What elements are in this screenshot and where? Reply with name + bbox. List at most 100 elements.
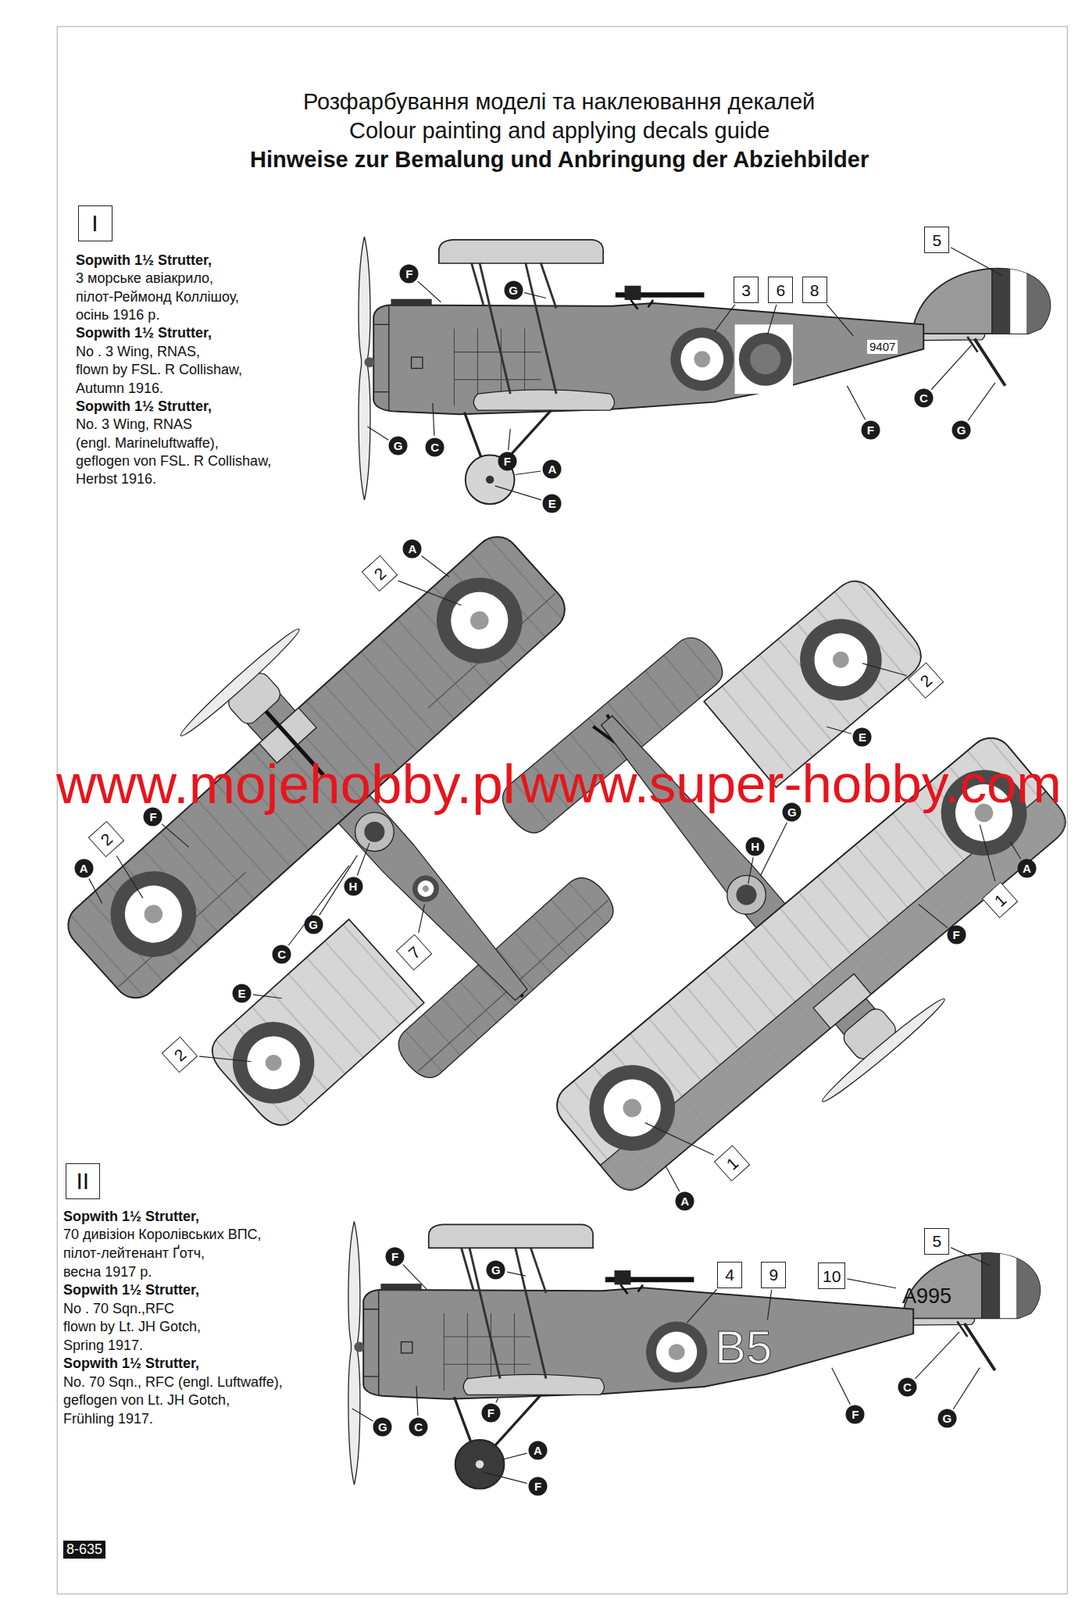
callout-text: 10 — [822, 1267, 841, 1285]
leader-line — [421, 556, 449, 578]
decal-callout: 5 — [924, 1228, 950, 1255]
callout-text: A — [79, 862, 89, 875]
bottom-view — [783, 602, 899, 718]
callout-text: C — [277, 948, 286, 961]
callout-circle — [497, 452, 517, 472]
callout-text: C — [919, 392, 929, 404]
callout-text: A — [1022, 862, 1032, 875]
top-view — [261, 1051, 286, 1075]
aircraft-description: No. 70 Sqn., RFC (engl. Luftwaffe), — [63, 1374, 283, 1391]
decal-callout: 5 — [924, 226, 950, 254]
callout-text: 5 — [931, 1232, 942, 1250]
callout-circle — [1017, 859, 1036, 879]
paint-callout: C — [271, 944, 292, 965]
top-view — [360, 817, 390, 847]
callout-text: A — [407, 542, 417, 555]
side-view-scheme-two — [646, 1321, 707, 1382]
aircraft-description: Sopwith 1½ Strutter, — [63, 1281, 200, 1299]
callout-text: G — [508, 284, 518, 297]
leader-line — [319, 855, 358, 916]
decal-callout: 3 — [733, 276, 759, 304]
leader-line — [89, 878, 103, 904]
callout-text: II — [75, 1169, 90, 1193]
paint-callout: G — [388, 435, 408, 456]
aircraft-description: Sopwith 1½ Strutter, — [75, 252, 212, 269]
watermark: www.mojehobby.pl — [56, 756, 515, 812]
callout-circle — [303, 915, 323, 935]
callout-text: 2 — [96, 829, 115, 848]
decal-callout: 2 — [88, 821, 125, 858]
leader-line — [417, 281, 442, 303]
callout-text: 2 — [171, 1045, 190, 1064]
leader-line — [116, 855, 143, 898]
paint-callout: G — [372, 1417, 393, 1437]
callout-circle — [373, 1417, 393, 1436]
paint-callout: C — [914, 388, 934, 408]
leader-line — [846, 385, 865, 420]
callout-text: G — [393, 439, 404, 452]
callout-circle — [937, 1409, 957, 1429]
callout-text: F — [503, 455, 511, 468]
aircraft-description: No . 3 Wing, RNAS, — [75, 343, 200, 361]
leader-line — [253, 994, 283, 999]
bottom-view — [375, 523, 1089, 1243]
decal-callout: 2 — [161, 1035, 199, 1073]
bottom-view — [571, 1047, 693, 1169]
paint-callout: F — [845, 1404, 865, 1425]
side-view-scheme-two — [475, 1460, 484, 1468]
leader-line — [367, 426, 389, 440]
callout-text: 8 — [810, 282, 820, 299]
bottom-view — [592, 1067, 673, 1149]
paint-callout: H — [343, 876, 364, 897]
aircraft-description: Spring 1917. — [63, 1337, 143, 1354]
paint-callout: C — [897, 1377, 918, 1397]
callout-text: 9 — [768, 1266, 779, 1283]
callout-text: G — [787, 806, 797, 818]
aircraft-description: No . 70 Sqn.,RFC — [63, 1300, 175, 1318]
top-view — [466, 607, 493, 634]
paint-callout: H — [745, 836, 765, 857]
callout-circle — [675, 1192, 695, 1211]
title: Розфарбування моделі та наклеювання дека… — [303, 89, 815, 115]
aircraft-description: geflogen von FSL. R Collishaw, — [75, 453, 272, 470]
callout-text: E — [548, 497, 557, 510]
paint-callout: A — [74, 858, 94, 879]
paint-callout: F — [860, 420, 881, 440]
leader-line — [967, 382, 996, 421]
callout-text: C — [414, 1421, 423, 1433]
top-view — [113, 873, 194, 954]
paint-callout: A — [1017, 858, 1037, 879]
paint-callout: E — [232, 983, 252, 1004]
title-line: Hinweise zur Bemalung und Anbringung der… — [249, 146, 869, 173]
callout-circle — [272, 945, 292, 965]
callout-text: F — [391, 1250, 399, 1263]
aircraft-description: 70 дивізіон Королівських ВПС, — [63, 1226, 262, 1243]
callout-circle — [385, 1246, 405, 1266]
leader-line — [645, 1122, 715, 1155]
callout-circle — [143, 806, 163, 826]
leader-line — [524, 292, 547, 299]
bottom-view — [803, 622, 879, 698]
callout-circle — [74, 859, 93, 879]
top-view — [235, 1024, 311, 1100]
callout-text: F — [149, 810, 157, 823]
top-view — [140, 901, 167, 928]
callout-circle — [486, 1260, 506, 1279]
callout-circle — [389, 436, 408, 456]
paint-callout: G — [503, 280, 524, 300]
callout-text: A — [547, 463, 557, 475]
aircraft-description: Sopwith 1½ Strutter, — [75, 398, 212, 415]
paint-callout: E — [852, 727, 872, 747]
callout-text: E — [238, 987, 247, 1000]
watermark: www.super-hobby.com — [520, 756, 1062, 811]
top-view — [418, 560, 540, 682]
paint-callout: G — [951, 420, 972, 440]
aircraft-description: geflogen von Lt. JH Gotch, — [63, 1392, 230, 1409]
serial-number: A995 — [902, 1285, 952, 1307]
leader-line — [831, 1367, 851, 1405]
callout-text: I — [91, 211, 98, 236]
side-view-scheme-one — [358, 236, 1068, 504]
aircraft-description: осінь 1916 р. — [75, 307, 160, 324]
paint-callout: F — [399, 264, 419, 284]
